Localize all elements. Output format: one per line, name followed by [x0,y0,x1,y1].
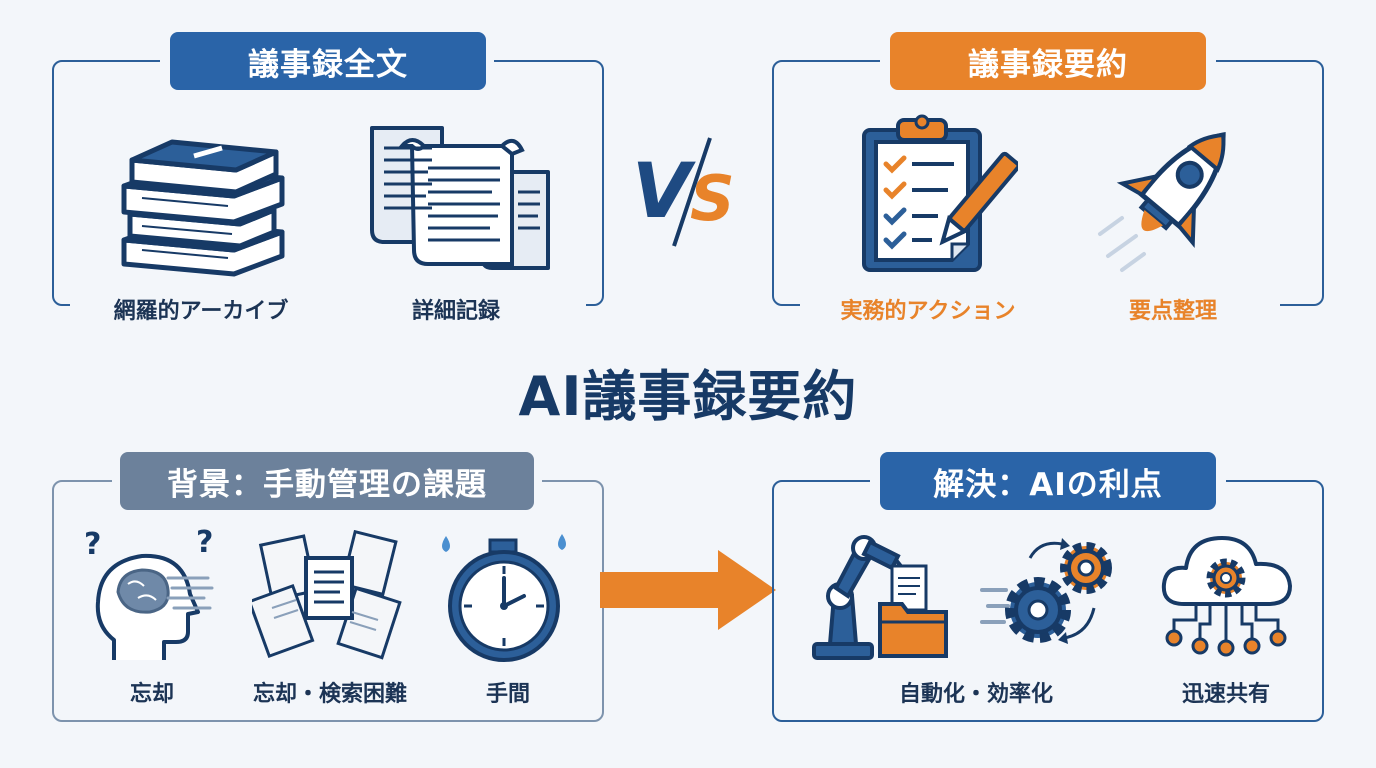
full-text-item-label-archive: 網羅的アーカイブ [113,299,289,324]
checklist-clipboard-icon [862,114,1018,272]
gears-icon [980,538,1112,644]
vs-letter-s: S [690,162,735,235]
vs-mark: V S [630,132,750,252]
full-text-item-label-detail: 詳細記録 [411,299,501,324]
vs-letter-v: V [632,146,691,235]
background-item-label-search: 忘却・検索困難 [252,682,408,707]
solution-item-label-sharing: 迅速共有 [1181,682,1271,707]
cloud-network-icon [1161,536,1292,657]
scroll-document-icon [370,126,550,270]
stopwatch-icon [442,534,566,662]
right-arrow-icon [600,550,776,630]
confused-head-icon: ? ? [84,528,214,660]
solution-panel-title: 解決：AIの利点 [880,452,1216,510]
summary-panel-title: 議事録要約 [890,32,1206,90]
svg-text:?: ? [196,528,213,560]
svg-text:?: ? [84,528,101,562]
rocket-icon [1098,131,1226,272]
scattered-papers-icon [252,530,402,660]
summary-item-label-action: 実務的アクション [840,299,1016,324]
solution-item-label-automation: 自動化・効率化 [898,682,1054,707]
background-item-label-forget: 忘却 [129,682,175,707]
background-item-label-effort: 手間 [485,682,531,707]
background-panel-title: 背景：手動管理の課題 [120,452,534,510]
full-text-panel-title: 議事録全文 [170,32,486,90]
page-title: AI議事録要約 [518,365,858,428]
summary-item-label-points: 要点整理 [1128,299,1218,324]
robot-arm-folder-icon [812,535,948,660]
book-stack-icon [121,139,285,277]
